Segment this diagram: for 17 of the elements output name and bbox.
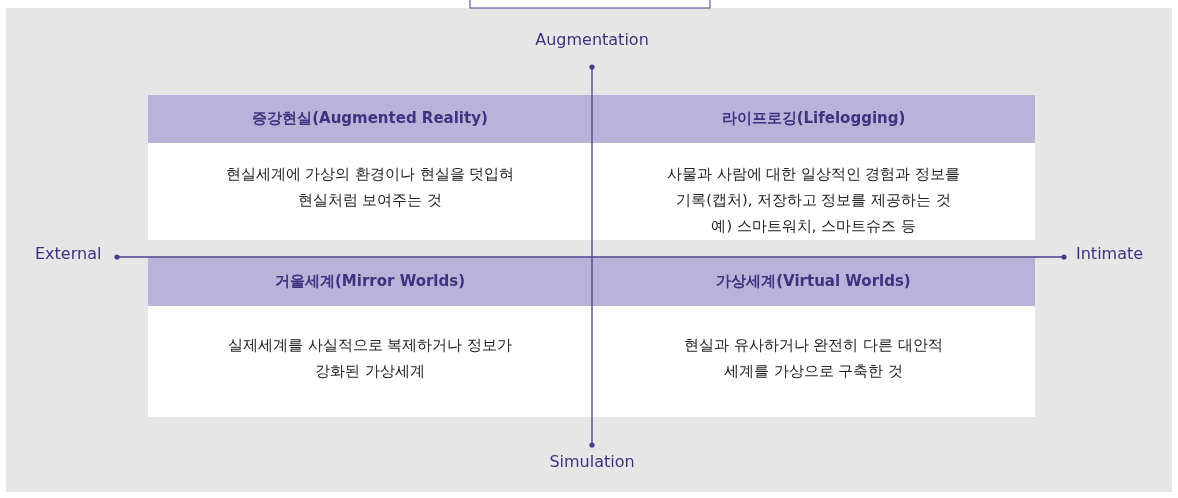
- axis-label: Simulation: [549, 452, 635, 471]
- quadrant-title: 라이프로깅(Lifelogging): [720, 109, 907, 128]
- quadrant-card: [592, 258, 1035, 417]
- description: 사물과 사람에 대한 일상적인 경험과 정보를 기록(캡처), 저장하고 정보를 제공하는 것: [665, 165, 961, 210]
- quadrant-title: 가상세계(Virtual Worlds): [715, 272, 912, 291]
- quadrant-card: [148, 258, 592, 417]
- quadrant-title: 거울세계(Mirror Worlds): [274, 272, 466, 291]
- quadrant-card: [592, 95, 1035, 240]
- axis-label: Augmentation: [535, 30, 649, 49]
- description: 현실과 유사하거나 완전히 다른 대안적 세계를 가상으로 구축한 것: [683, 336, 944, 381]
- description: 현실세계에 가상의 환경이나 현실을 덧입혀 현실처럼 보여주는 것: [224, 165, 516, 210]
- axis-label: Intimate: [1076, 244, 1144, 263]
- example-text: 예) 스마트워치, 스마트슈즈 등: [710, 217, 917, 236]
- description: 실제세계를 사실적으로 복제하거나 정보가 강화된 가상세계: [227, 336, 513, 381]
- quadrant-card: [148, 95, 592, 240]
- quadrant-title: 증강현실(Augmented Reality): [251, 109, 489, 128]
- axis-label: External: [35, 244, 102, 263]
